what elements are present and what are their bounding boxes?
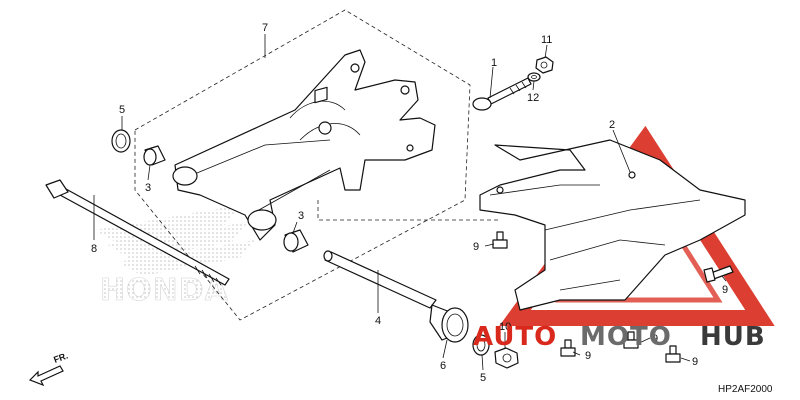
adjuster-bolt bbox=[472, 77, 532, 111]
callout-8: 8 bbox=[91, 243, 97, 255]
front-direction-arrow: FR. bbox=[28, 351, 69, 387]
watermark-text: AUTO MOTO HUB bbox=[473, 322, 766, 352]
callout-9-left: 9 bbox=[473, 241, 479, 253]
swingarm bbox=[172, 49, 436, 241]
washer bbox=[527, 72, 541, 82]
callout-10: 10 bbox=[499, 321, 511, 333]
leader-lines bbox=[93, 34, 727, 371]
flange-bolt-2 bbox=[703, 265, 734, 283]
swingarm-sub-outline bbox=[317, 200, 498, 221]
flange-bolt-1 bbox=[492, 231, 508, 249]
pivot-bearing bbox=[429, 304, 469, 343]
dust-seal-upper bbox=[111, 129, 131, 153]
pivot-collar bbox=[323, 250, 437, 309]
callout-9-right: 9 bbox=[722, 284, 728, 296]
watermark-word-moto: MOTO bbox=[580, 322, 672, 352]
callout-11: 11 bbox=[541, 34, 552, 46]
rear-splash-guard bbox=[479, 139, 746, 311]
bushing-upper bbox=[143, 145, 166, 166]
callout-labels: 7 5 3 3 8 4 6 5 10 1 11 12 2 9 9 9 9 9 bbox=[91, 22, 728, 384]
callout-3-upper: 3 bbox=[145, 182, 151, 194]
diagram-code: HP2AF2000 bbox=[718, 384, 773, 395]
front-direction-label: FR. bbox=[52, 351, 69, 365]
watermark-word-auto: AUTO bbox=[473, 322, 557, 352]
pivot-nut bbox=[494, 347, 519, 369]
honda-logo-text: HONDA bbox=[100, 273, 229, 308]
callout-9-bottom-2: 9 bbox=[652, 333, 658, 345]
callout-5-lower: 5 bbox=[480, 372, 486, 384]
callout-3-lower: 3 bbox=[298, 210, 304, 222]
callout-7: 7 bbox=[262, 22, 268, 34]
dust-seal-lower bbox=[472, 334, 490, 356]
flange-bolt-3 bbox=[560, 339, 576, 357]
callout-2: 2 bbox=[609, 119, 615, 131]
watermark-word-hub: HUB bbox=[700, 322, 766, 352]
pivot-bolt bbox=[45, 179, 230, 286]
callout-9-bottom-1: 9 bbox=[585, 350, 591, 362]
lock-nut bbox=[535, 56, 554, 74]
flange-bolt-4 bbox=[623, 331, 639, 349]
flange-bolt-5 bbox=[665, 345, 681, 363]
swingarm-assembly-outline bbox=[134, 9, 471, 321]
callout-9-bottom-3: 9 bbox=[692, 356, 698, 368]
callout-4: 4 bbox=[375, 315, 381, 327]
callout-6: 6 bbox=[440, 360, 446, 372]
callout-5-upper: 5 bbox=[119, 104, 125, 116]
callout-1: 1 bbox=[491, 57, 497, 69]
callout-12: 12 bbox=[527, 92, 539, 104]
bushing-lower bbox=[283, 229, 309, 253]
